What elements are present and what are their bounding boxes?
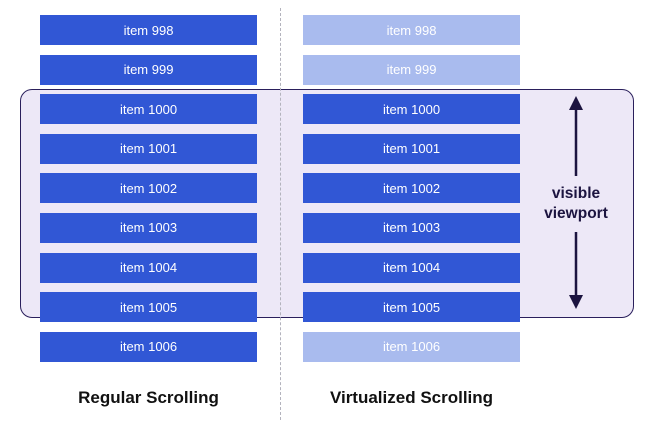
- column-divider: [280, 8, 281, 420]
- double-arrow-icon: [569, 96, 583, 309]
- list-item: item 1000: [40, 94, 257, 125]
- list-item: item 1004: [303, 252, 520, 283]
- list-item: item 1002: [303, 173, 520, 204]
- virtualized-scrolling-label: Virtualized Scrolling: [329, 388, 494, 407]
- list-item: item 1005: [40, 292, 257, 323]
- list-item: item 1006: [303, 331, 520, 362]
- list-item: item 1004: [40, 252, 257, 283]
- list-item: item 1000: [303, 94, 520, 125]
- list-item: item 1003: [303, 212, 520, 243]
- list-item: item 998: [303, 15, 520, 45]
- list-item: item 998: [40, 15, 257, 45]
- viewport-label-line-2: viewport: [544, 205, 608, 222]
- list-item: item 999: [40, 54, 257, 85]
- list-item: item 1001: [303, 133, 520, 164]
- regular-scrolling-label: Regular Scrolling: [78, 388, 219, 407]
- list-item: item 1001: [40, 133, 257, 164]
- list-item: item 999: [303, 54, 520, 85]
- virtualized-scrolling-column: item 998 item 999 item 1000 item 1001 it…: [303, 15, 520, 371]
- list-item: item 1005: [303, 292, 520, 323]
- list-item: item 1006: [40, 331, 257, 362]
- list-item: item 1003: [40, 212, 257, 243]
- visible-viewport-label: visible viewport: [532, 184, 620, 224]
- viewport-label-line-1: visible: [551, 185, 601, 202]
- regular-scrolling-column: item 998 item 999 item 1000 item 1001 it…: [40, 15, 257, 371]
- arrow-down-head: [569, 295, 583, 309]
- arrow-up-head: [569, 96, 583, 110]
- list-item: item 1002: [40, 173, 257, 204]
